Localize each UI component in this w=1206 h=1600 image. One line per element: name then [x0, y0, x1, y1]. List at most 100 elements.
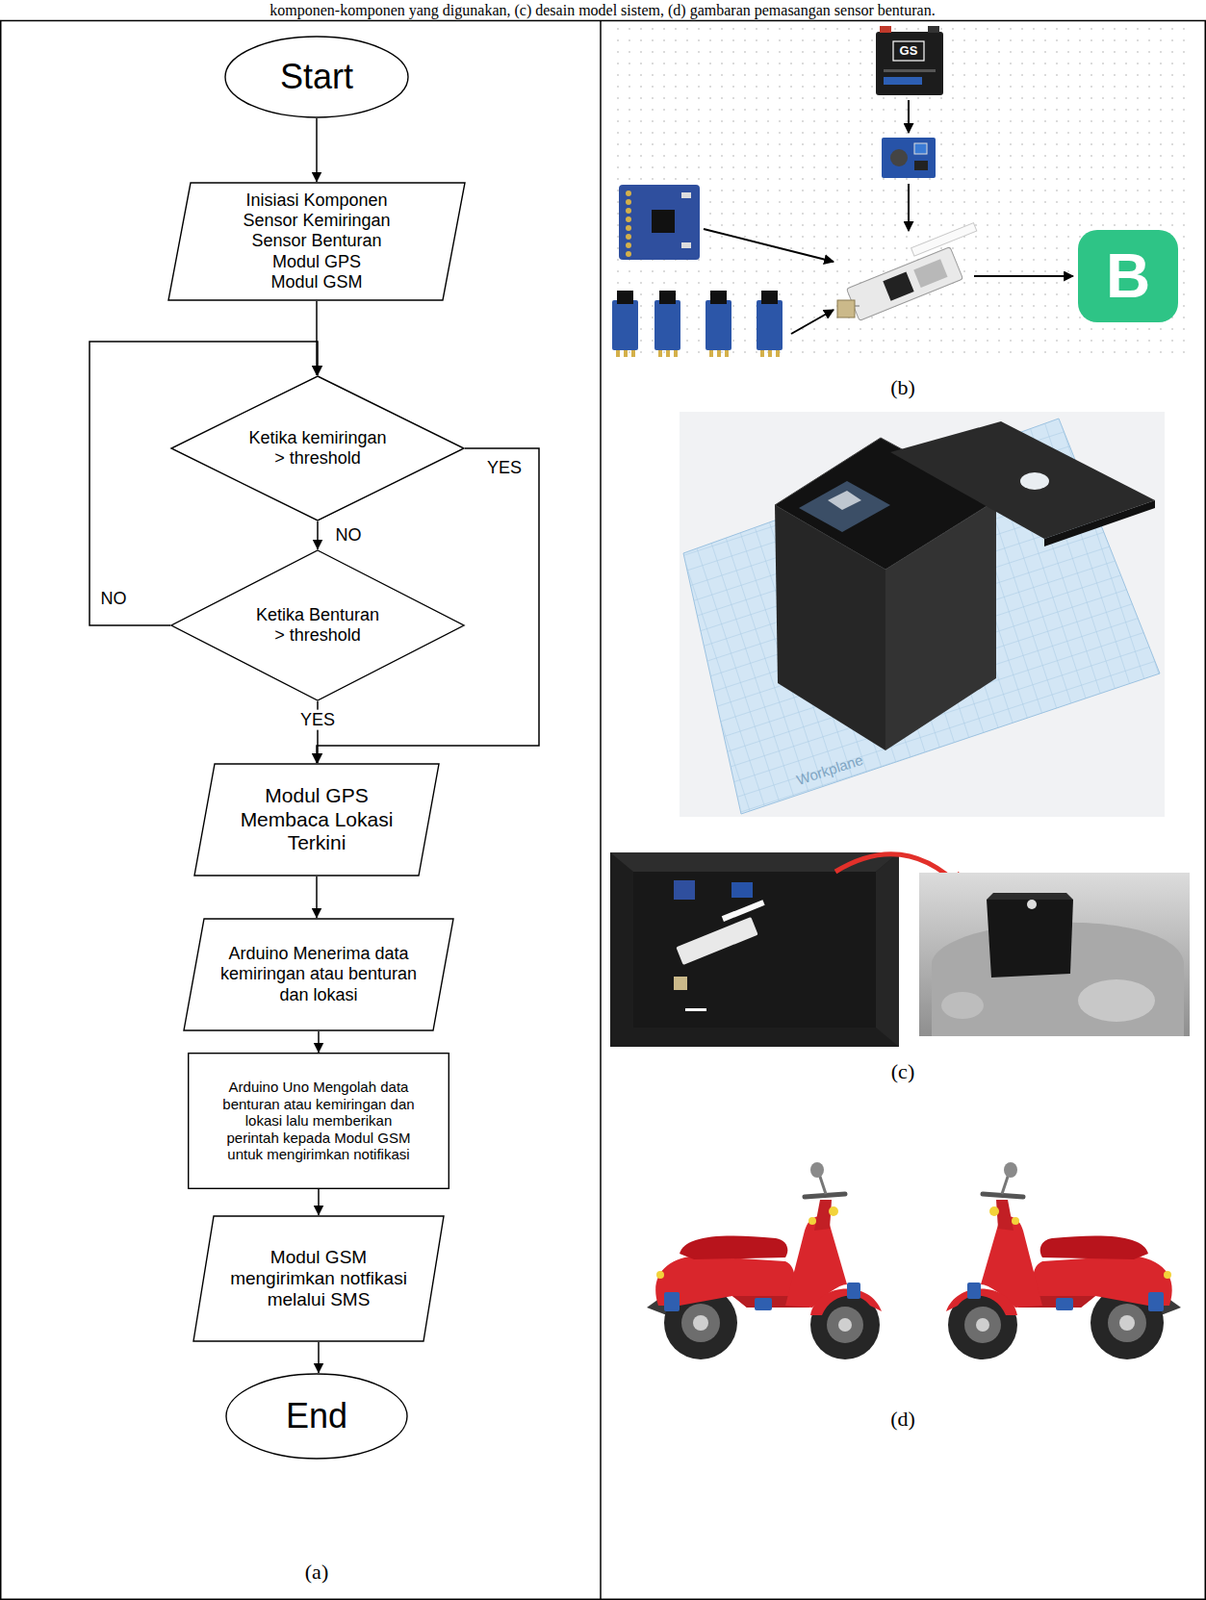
mpu6050-board — [625, 225, 632, 231]
enclosure-render — [1044, 500, 1155, 547]
branch-label: YES — [297, 710, 338, 731]
seat-compartment-photo — [986, 893, 1074, 900]
layout-photo — [731, 882, 753, 899]
parallelogram-outline — [183, 919, 454, 1031]
seat-compartment-photo — [986, 899, 1074, 978]
vibration-sensor — [724, 350, 729, 358]
node-text: Modul GPS Membaca Lokasi Terkini — [233, 784, 400, 856]
table-frame — [0, 21, 1206, 1600]
vibration-sensor — [756, 300, 783, 351]
node-text: Arduino Menerima data kemiringan atau be… — [217, 944, 420, 1005]
decision-diamond: Ketika kemiringan > threshold — [170, 375, 465, 522]
layout-photo — [610, 852, 899, 1048]
step-up-converter — [890, 149, 908, 167]
step-up-converter — [881, 137, 936, 179]
vibration-sensor — [705, 300, 732, 351]
terminator-oval: End — [225, 1373, 409, 1461]
vibration-sensor — [717, 350, 721, 358]
flow-connector — [316, 521, 319, 550]
panel-label: (b) — [890, 375, 916, 400]
gsm-gps-board — [911, 223, 977, 257]
mpu6050-board — [625, 251, 632, 257]
gsm-gps-board — [882, 272, 914, 302]
diamond-outline — [171, 550, 464, 701]
component-diagram — [610, 25, 1188, 362]
enclosure-render — [683, 418, 1160, 815]
gsm-gps-board — [837, 300, 855, 318]
battery-brand: GS — [899, 44, 919, 59]
branch-label: NO — [335, 525, 362, 546]
mpu6050-board — [625, 207, 632, 214]
enclosure-render — [798, 481, 891, 533]
node-text: Modul GSM mengirimkan notfikasi melalui … — [226, 1247, 411, 1312]
mpu6050-board — [625, 242, 632, 249]
vibration-sensor — [768, 350, 772, 358]
component-diagram — [610, 25, 1188, 362]
flow-connector — [315, 118, 318, 182]
mpu6050-board — [625, 199, 632, 206]
flow-connector — [317, 1189, 320, 1216]
text-group: Modul GPS Membaca Lokasi Terkini — [233, 784, 400, 856]
vibration-sensor — [658, 350, 663, 358]
layout-photo — [875, 852, 899, 1048]
node-text: B — [1105, 245, 1151, 308]
node-text: Inisiasi Komponen — [245, 190, 387, 211]
logo-tile — [1077, 230, 1179, 323]
text-group: Start — [280, 56, 354, 98]
table-frame — [599, 21, 602, 1600]
mpu6050-board — [681, 192, 692, 199]
node-text: Start — [280, 56, 354, 98]
layout-photo — [671, 899, 775, 966]
gsm-gps-board — [913, 258, 948, 288]
parallelogram-outline — [194, 764, 439, 876]
wiring-arrow — [703, 100, 1074, 334]
text-group: B — [1105, 245, 1151, 308]
vibration-sensor — [710, 290, 727, 305]
vibration-sensor — [760, 350, 765, 358]
text-group: Ketika Benturan > threshold — [252, 605, 384, 646]
enclosure-render — [1020, 472, 1050, 490]
node-text: Ketika kemiringan > threshold — [245, 428, 390, 469]
vibration-sensor — [659, 290, 676, 305]
enclosure-render — [679, 411, 1165, 818]
wiring-arrow — [791, 309, 834, 334]
wiring-arrow — [907, 183, 910, 231]
mpu6050-board — [681, 242, 692, 249]
vibration-sensor — [666, 350, 670, 358]
step-up-converter — [914, 160, 928, 171]
parallelogram-outline — [168, 182, 465, 301]
text-group: Modul GSM mengirimkan notfikasi melalui … — [226, 1247, 411, 1312]
enclosure-render — [679, 411, 1165, 818]
text-group: Arduino Uno Mengolah data benturan atau … — [220, 1078, 417, 1164]
vibration-sensor — [615, 350, 620, 358]
branch-label: YES — [487, 458, 522, 479]
seat-compartment-photo — [1026, 899, 1037, 910]
enclosure-render — [827, 490, 862, 511]
battery — [927, 25, 940, 33]
mpu6050-board — [625, 216, 632, 223]
diamond-outline — [171, 376, 464, 521]
seat-compartment-photo — [919, 872, 1190, 1037]
layout-photo — [673, 880, 695, 900]
vibration-sensor — [612, 290, 783, 358]
mpu6050-board — [625, 233, 632, 240]
step-up-converter — [881, 137, 936, 179]
text-group: End — [285, 1396, 348, 1437]
vibration-sensor — [761, 290, 778, 305]
vibration-sensor — [616, 290, 634, 305]
node-text: Sensor Benturan — [251, 230, 382, 252]
panel-label: (a) — [305, 1560, 329, 1585]
layout-photo — [633, 872, 876, 1028]
battery — [875, 25, 944, 96]
layout-photo — [673, 976, 688, 991]
table-frame — [0, 21, 1206, 1600]
enclosure-render — [885, 500, 997, 751]
flow-connector — [317, 1342, 320, 1374]
vibration-sensor — [612, 300, 639, 351]
input-parallelogram: Inisiasi KomponenSensor KemiringanSensor… — [167, 181, 466, 302]
node-text: End — [285, 1396, 348, 1437]
flow-connector — [317, 1031, 320, 1053]
scooter-illustration — [646, 1162, 882, 1360]
vibration-sensor — [623, 350, 628, 358]
wiring-arrow — [907, 100, 910, 133]
